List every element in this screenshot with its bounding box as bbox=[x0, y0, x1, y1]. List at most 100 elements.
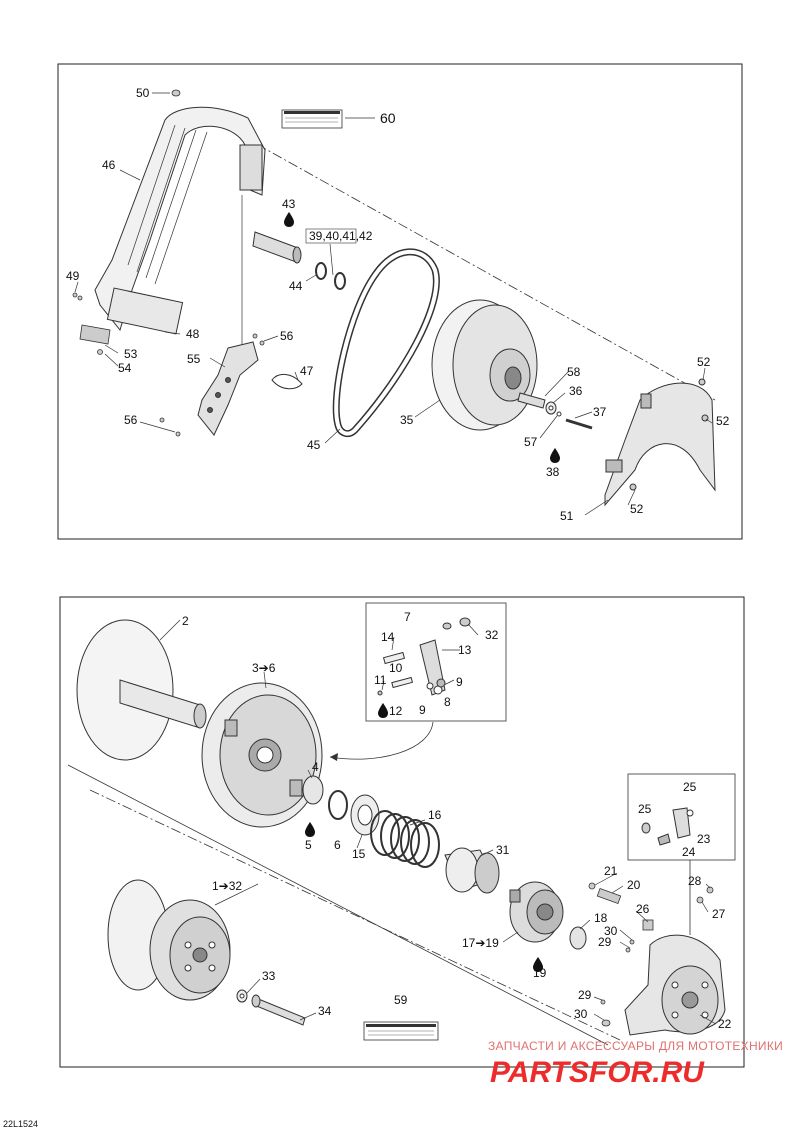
callout-5: 5 bbox=[305, 838, 312, 852]
callout-16: 16 bbox=[428, 808, 442, 822]
callout-56-lower: 56 bbox=[124, 413, 138, 427]
washer-bolt-33-34 bbox=[236, 989, 306, 1026]
watermark-tagline: ЗАПЧАСТИ И АКСЕССУАРЫ ДЛЯ МОТОТЕХНИКИ bbox=[488, 1039, 783, 1053]
callout-31: 31 bbox=[496, 843, 510, 857]
bottom-axis-dash bbox=[89, 789, 621, 1041]
clip-47-part bbox=[271, 374, 303, 390]
callout-34: 34 bbox=[318, 1004, 332, 1018]
callout-19: 19 bbox=[533, 966, 547, 980]
label-60-sticker bbox=[281, 109, 343, 129]
callout-11: 11 bbox=[374, 673, 387, 687]
oil-drop-icon bbox=[533, 957, 543, 972]
callout-44: 44 bbox=[289, 279, 303, 293]
callout-8: 8 bbox=[444, 695, 451, 709]
fixed-sheave-part bbox=[76, 619, 207, 761]
spider-part bbox=[509, 881, 564, 943]
small-hardware-bottom bbox=[588, 882, 714, 1027]
figure-reference: 22L1524 bbox=[3, 1119, 38, 1129]
callout-30-upper: 30 bbox=[604, 924, 618, 938]
shaft-43-part bbox=[252, 231, 302, 264]
callout-52-bottom: 52 bbox=[630, 502, 644, 516]
callout-38: 38 bbox=[546, 465, 560, 479]
callout-23: 23 bbox=[697, 832, 711, 846]
cover-22-part bbox=[624, 934, 726, 1036]
callout-26: 26 bbox=[636, 902, 650, 916]
fastener-set-58-37 bbox=[517, 392, 593, 430]
callout-4: 4 bbox=[312, 760, 319, 774]
callout-57: 57 bbox=[524, 435, 538, 449]
callout-9-right: 9 bbox=[456, 675, 463, 689]
callout-12: 12 bbox=[389, 704, 403, 718]
small-hardware-top bbox=[72, 89, 265, 437]
bracket-55-part bbox=[197, 341, 259, 436]
sleeve-part bbox=[444, 847, 500, 894]
oil-drop-icon bbox=[378, 703, 388, 718]
callout-29-upper: 29 bbox=[598, 935, 612, 949]
spring-part bbox=[370, 810, 440, 868]
bushing-18-part bbox=[569, 926, 587, 950]
callout-20: 20 bbox=[627, 878, 641, 892]
oil-drop-icon bbox=[305, 822, 315, 837]
bottom-panel-frame bbox=[59, 596, 745, 1068]
callout-3-6: 3➔6 bbox=[252, 661, 276, 675]
callout-25-right: 25 bbox=[683, 780, 697, 794]
inset-23-parts bbox=[641, 807, 694, 846]
callout-24: 24 bbox=[682, 845, 696, 859]
callout-49: 49 bbox=[66, 269, 80, 283]
callout-21: 21 bbox=[604, 864, 618, 878]
inset-arrow bbox=[329, 721, 434, 760]
callout-60: 60 bbox=[380, 110, 396, 126]
callout-15: 15 bbox=[352, 847, 366, 861]
callout-56-upper: 56 bbox=[280, 329, 294, 343]
bushing-rings-part bbox=[302, 775, 380, 836]
callout-59: 59 bbox=[394, 993, 408, 1007]
callout-51: 51 bbox=[560, 509, 574, 523]
callout-14: 14 bbox=[381, 630, 395, 644]
lever-parts bbox=[377, 617, 471, 696]
callout-9-lower: 9 bbox=[419, 703, 426, 717]
bottom-axis-line bbox=[67, 764, 609, 1046]
leader-lines-bottom bbox=[159, 619, 717, 1025]
callout-27: 27 bbox=[712, 907, 726, 921]
clutch-assembly-part bbox=[107, 879, 231, 1001]
callout-46: 46 bbox=[102, 158, 116, 172]
callout-52-top: 52 bbox=[697, 355, 711, 369]
callout-33: 33 bbox=[262, 969, 276, 983]
callout-37: 37 bbox=[593, 405, 607, 419]
callout-54: 54 bbox=[118, 361, 132, 375]
callout-47: 47 bbox=[300, 364, 314, 378]
callout-10: 10 bbox=[389, 661, 403, 675]
callout-17-19: 17➔19 bbox=[462, 936, 499, 950]
oil-drop-icon bbox=[284, 212, 294, 227]
callout-35: 35 bbox=[400, 413, 414, 427]
callout-36: 36 bbox=[569, 384, 583, 398]
belt-guard-part bbox=[94, 106, 266, 335]
callout-18: 18 bbox=[594, 911, 608, 925]
drive-belt-part bbox=[332, 248, 440, 438]
callout-39-42: 39,40,41,42 bbox=[309, 229, 373, 243]
label-59-sticker bbox=[363, 1021, 439, 1041]
callout-28: 28 bbox=[688, 874, 702, 888]
watermark-logo: PARTSFOR.RU bbox=[490, 1056, 705, 1089]
callout-box-39 bbox=[305, 228, 357, 244]
callout-22: 22 bbox=[718, 1017, 732, 1031]
callout-25-left: 25 bbox=[638, 802, 652, 816]
movable-sheave-part bbox=[201, 682, 323, 828]
ring-44-part bbox=[315, 262, 346, 290]
callout-58: 58 bbox=[567, 365, 581, 379]
callout-6: 6 bbox=[334, 838, 341, 852]
callout-43: 43 bbox=[282, 197, 296, 211]
callout-55: 55 bbox=[187, 352, 201, 366]
cover-51-part bbox=[604, 378, 716, 507]
oil-drop-icon bbox=[550, 448, 560, 463]
callout-13: 13 bbox=[458, 643, 472, 657]
callout-45: 45 bbox=[307, 438, 321, 452]
top-axis-line bbox=[209, 117, 716, 401]
leader-lines-top bbox=[74, 92, 713, 516]
callout-30-lower: 30 bbox=[574, 1007, 588, 1021]
callout-50: 50 bbox=[136, 86, 150, 100]
callout-1-32: 1➔32 bbox=[212, 879, 242, 893]
inset-arrow-head bbox=[330, 753, 338, 761]
callout-7: 7 bbox=[404, 610, 411, 624]
